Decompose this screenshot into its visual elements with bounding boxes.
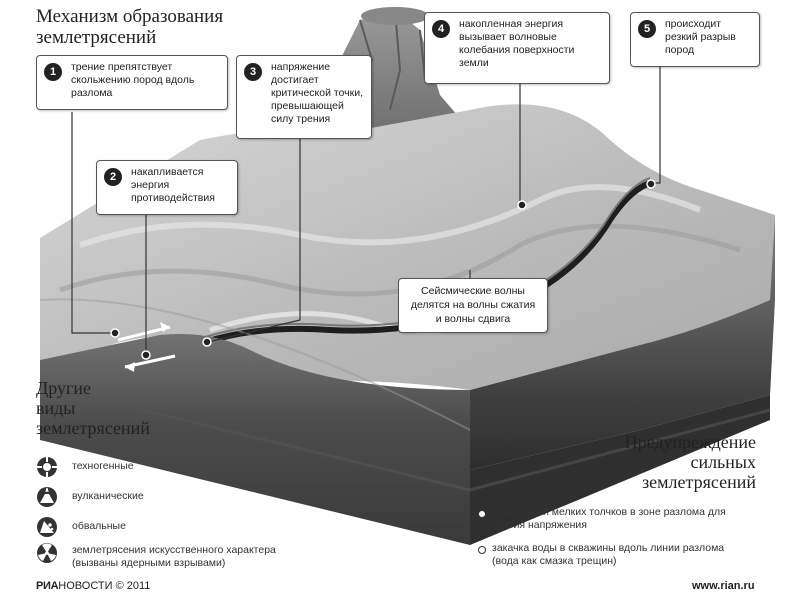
seismic-waves-callout: Сейсмические волны делятся на волны сжат… [398, 278, 548, 333]
bullet-icon [478, 546, 486, 554]
bullet-icon [478, 510, 486, 518]
step-4-callout: 4 накопленная энергия вызывает волновые … [424, 12, 610, 84]
step-4-text: накопленная энергия вызывает волновые ко… [459, 18, 575, 69]
warning-title-line2: сильных [690, 452, 756, 472]
legend-label-technogenic: техногенные [72, 460, 134, 472]
step-5-text: происходит резкий разрыв пород [665, 18, 736, 56]
legend-label-landslide: обвальные [72, 520, 126, 532]
motion-arrows [117, 322, 176, 372]
other-types-title: Другие виды землетрясений [36, 378, 150, 438]
brand-rest: НОВОСТИ © 2011 [58, 580, 151, 592]
step-2-callout: 2 накапливается энергия противодействия [96, 160, 238, 215]
legend-label-volcanic: вулканические [72, 490, 144, 502]
block-side-face [470, 215, 775, 470]
block-front-face [40, 238, 470, 545]
step-1-text: трение препятствует скольжению пород вдо… [71, 61, 195, 99]
step-3-callout: 3 напряжение достигает критической точки… [236, 55, 372, 139]
step-2-number: 2 [104, 168, 122, 186]
footer-url: www.rian.ru [692, 580, 755, 592]
step-5-number: 5 [638, 20, 656, 38]
step-1-number: 1 [44, 63, 62, 81]
diagram-title: Механизм образования землетрясений [36, 6, 296, 48]
title-line2: землетрясений [36, 27, 157, 48]
warning-title: Предупреждение сильных землетрясений [560, 432, 756, 492]
step-1-callout: 1 трение препятствует скольжению пород в… [36, 55, 228, 110]
brand-bold: РИА [36, 580, 59, 592]
radiation-icon [37, 543, 57, 563]
volcanic-icon [37, 487, 57, 507]
footer-brand: РИАНОВОСТИ © 2011 [36, 580, 150, 592]
step-3-number: 3 [244, 63, 262, 81]
warning-title-line3: землетрясений [642, 472, 756, 492]
step-5-callout: 5 происходит резкий разрыв пород [630, 12, 760, 67]
step-2-text: накапливается энергия противодействия [131, 166, 215, 204]
other-types-title-line3: землетрясений [36, 418, 150, 438]
seismic-waves-text: Сейсмические волны делятся на волны сжат… [410, 285, 536, 325]
other-types-title-line1: Другие [36, 378, 92, 398]
leader-dots [110, 179, 656, 360]
technogenic-icon [37, 457, 57, 477]
warning-item-2-text: закачка воды в скважины вдоль линии разл… [492, 542, 725, 567]
step-4-number: 4 [432, 20, 450, 38]
step-3-text: напряжение достигает критической точки, … [271, 61, 364, 125]
warning-item-1-text: провокация мелких толчков в зоне разлома… [492, 506, 726, 531]
warning-title-line1: Предупреждение [624, 432, 756, 452]
landslide-icon [37, 517, 57, 537]
title-line1: Механизм образования [36, 6, 224, 27]
other-types-title-line2: виды [36, 398, 76, 418]
legend-label-nuclear: землетрясения искусственного характера (… [72, 544, 276, 569]
